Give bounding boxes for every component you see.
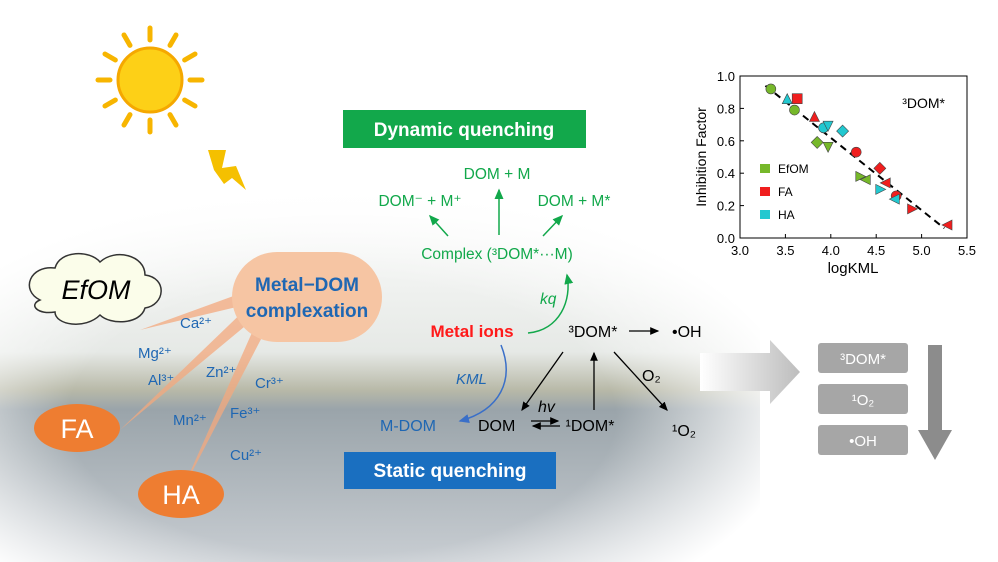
fa-label: FA — [60, 414, 93, 444]
lake-photo-background — [0, 180, 760, 562]
y-tick-label: 0.6 — [717, 134, 735, 149]
o2-label: O₂ — [642, 368, 661, 385]
data-point — [765, 83, 777, 95]
y-tick-label: 0.4 — [717, 166, 735, 181]
legend-swatch — [760, 164, 770, 173]
dom-plus-m-star: DOM + M* — [538, 193, 611, 210]
gray-right-arrow — [700, 340, 800, 404]
legend-label: EfOM — [778, 162, 809, 176]
kq-label: kq — [540, 291, 557, 308]
metal-ion-labels: Ca²⁺ Mg²⁺ Al³⁺ Zn²⁺ Cr³⁺ Mn²⁺ Fe³⁺ Cu²⁺ — [138, 315, 284, 464]
ion-mg: Mg²⁺ — [138, 345, 172, 362]
x-tick-label: 5.5 — [958, 243, 976, 258]
kml-label: KML — [456, 371, 487, 388]
efom-label: EfOM — [61, 275, 131, 305]
complexation-bubble — [232, 252, 382, 342]
efom-cloud: EfOM — [28, 252, 162, 325]
box-triplet — [818, 343, 908, 373]
x-tick-label: 4.0 — [822, 243, 840, 258]
singlet-oxygen: ¹O₂ — [672, 423, 696, 440]
dom-minus-m-plus: DOM⁻ + M⁺ — [378, 193, 461, 210]
x-tick-label: 4.5 — [867, 243, 885, 258]
box-hydroxyl — [818, 425, 908, 455]
static-quenching-banner — [344, 452, 556, 489]
ion-cr: Cr³⁺ — [255, 375, 284, 392]
ion-zn: Zn²⁺ — [206, 364, 236, 381]
fa-ellipse — [34, 404, 120, 452]
data-point — [859, 174, 871, 186]
y-tick-label: 0.8 — [717, 101, 735, 116]
ha-ellipse — [138, 470, 224, 518]
complexation-line2: complexation — [246, 301, 368, 322]
static-quenching-label: Static quenching — [373, 461, 526, 482]
dynamic-quenching-banner — [343, 110, 586, 148]
data-point — [907, 203, 919, 215]
m-dom-label: M-DOM — [380, 418, 436, 435]
y-axis-label: Inhibition Factor — [693, 107, 709, 207]
data-point — [855, 170, 867, 182]
x-axis-label: logKML — [828, 260, 879, 277]
ion-al: Al³⁺ — [148, 372, 174, 389]
x-tick-label: 5.0 — [913, 243, 931, 258]
legend-label: FA — [778, 185, 793, 199]
data-point — [875, 183, 887, 195]
box-triplet-label: ³DOM* — [840, 351, 886, 368]
data-point — [781, 93, 793, 104]
data-point — [822, 120, 834, 132]
legend-label: HA — [778, 208, 795, 222]
legend-swatch — [760, 187, 770, 196]
data-point — [789, 104, 800, 116]
y-tick-label: 1.0 — [717, 69, 735, 84]
legend-swatch — [760, 210, 770, 219]
hv-label: hv — [538, 399, 556, 416]
y-tick-label: 0.2 — [717, 199, 735, 214]
x-tick-label: 3.5 — [776, 243, 794, 258]
gray-down-arrow — [918, 345, 952, 460]
ion-cu: Cu²⁺ — [230, 447, 262, 464]
species-boxes: ³DOM* ¹O₂ •OH — [818, 343, 908, 455]
data-point — [808, 110, 820, 122]
metal-ions-label: Metal ions — [430, 322, 513, 341]
box-singlet-oxygen — [818, 384, 908, 414]
data-point — [850, 146, 862, 158]
complex-label: Complex (³DOM*···M) — [421, 246, 573, 263]
ion-fe: Fe³⁺ — [230, 405, 260, 422]
hydroxyl-radical: •OH — [672, 324, 702, 341]
data-point — [941, 219, 953, 231]
triplet-dom: ³DOM* — [569, 324, 618, 341]
data-point — [873, 161, 887, 175]
data-point — [822, 141, 834, 153]
box-hydroxyl-label: •OH — [849, 433, 877, 450]
ha-label: HA — [162, 480, 200, 510]
y-tick-label: 0.0 — [717, 231, 735, 246]
chart-title: ³DOM* — [902, 95, 945, 111]
data-point — [791, 93, 803, 104]
sun-icon — [95, 25, 205, 135]
data-point — [879, 177, 891, 189]
box-singlet-oxygen-label: ¹O₂ — [852, 392, 875, 409]
singlet-dom: ¹DOM* — [566, 418, 615, 435]
data-point — [836, 124, 850, 138]
dom-ground: DOM — [478, 418, 515, 435]
ion-mn: Mn²⁺ — [173, 412, 207, 429]
data-point — [888, 193, 900, 205]
flow-arrows — [120, 290, 272, 495]
ion-ca: Ca²⁺ — [180, 315, 212, 332]
dom-plus-m: DOM + M — [464, 166, 531, 183]
lightning-icon — [208, 150, 246, 190]
dynamic-quenching-label: Dynamic quenching — [374, 120, 555, 141]
complexation-line1: Metal−DOM — [255, 275, 359, 296]
x-tick-label: 3.0 — [731, 243, 749, 258]
inhibition-factor-chart: ³DOM* logKML Inhibition Factor 3.0 3.5 4.0… — [693, 69, 976, 277]
data-point — [810, 135, 824, 149]
